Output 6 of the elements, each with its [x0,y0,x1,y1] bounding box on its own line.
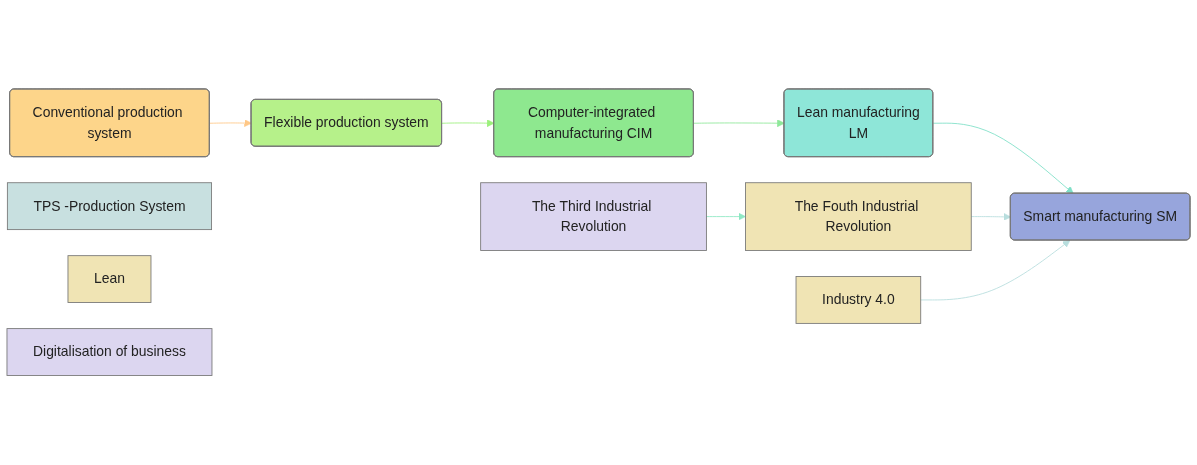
node-box: The Third Industrial Revolution [480,182,707,252]
node-box: The Fouth Industrial Revolution [745,182,972,252]
node-box: TPS -Production System [6,182,212,231]
node-box: Industry 4.0 [795,276,922,325]
node-box: Lean [67,255,152,304]
node-box: Digitalisation of business [6,328,213,377]
